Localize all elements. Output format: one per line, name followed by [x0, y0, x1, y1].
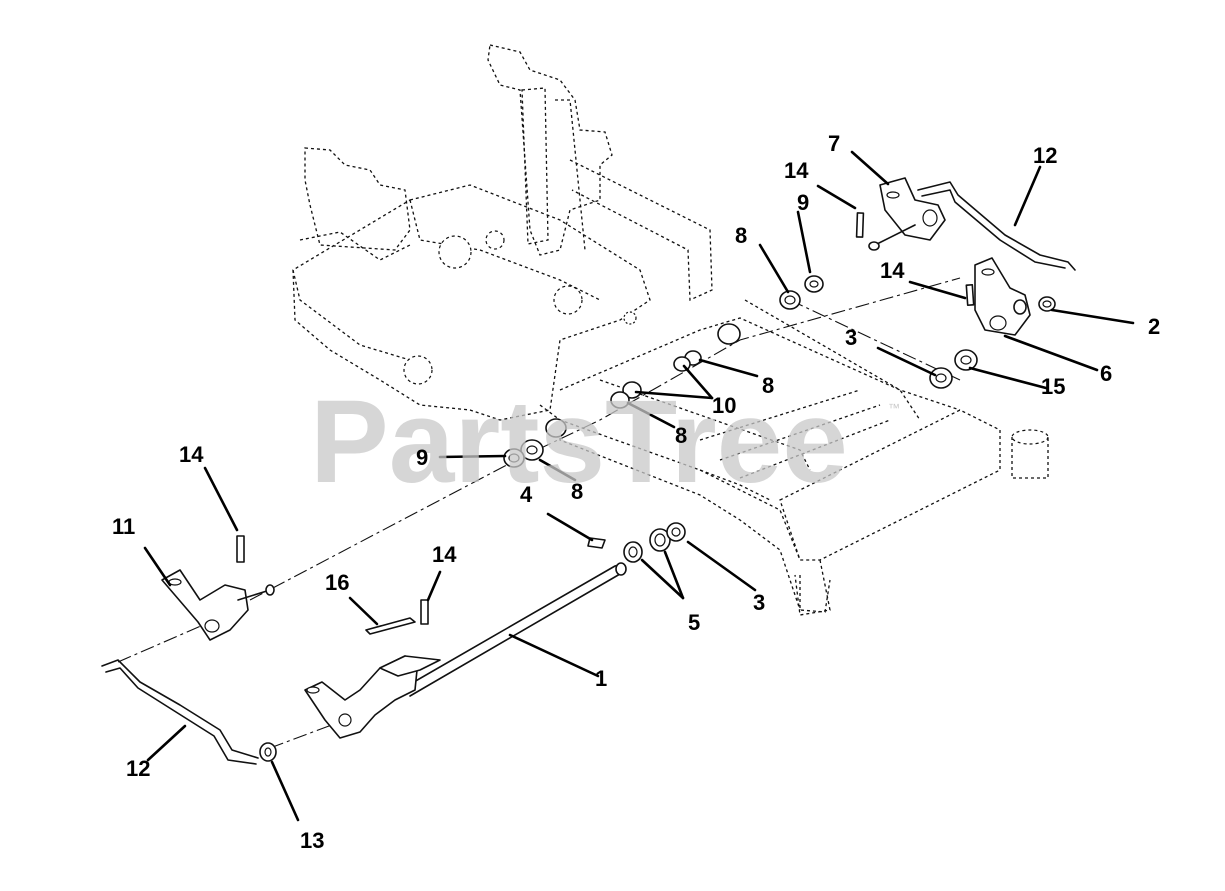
watermark-text: PartsTree — [310, 376, 848, 508]
leader-lines — [143, 150, 1135, 822]
control-rod-assembly — [304, 522, 686, 739]
callout-labels: 1 2 3 3 4 5 6 7 8 8 8 8 9 9 10 11 12 12 … — [112, 131, 1160, 853]
callout-6: 6 — [1100, 361, 1112, 386]
partstree-watermark: PartsTree ™ — [310, 376, 900, 508]
callout-8-b: 8 — [762, 373, 774, 398]
callout-9-left: 9 — [416, 445, 428, 470]
callout-5: 5 — [688, 610, 700, 635]
callout-12-right: 12 — [1033, 143, 1057, 168]
mower-frame — [292, 44, 1049, 616]
callout-3-lower: 3 — [753, 590, 765, 615]
callout-14-right: 14 — [880, 258, 905, 283]
callout-12-left: 12 — [126, 756, 150, 781]
callout-10: 10 — [712, 393, 736, 418]
callout-2: 2 — [1148, 314, 1160, 339]
assembly-centerlines — [117, 277, 961, 749]
callout-15: 15 — [1041, 374, 1065, 399]
callout-11: 11 — [112, 514, 135, 539]
callout-8-c: 8 — [675, 423, 687, 448]
callout-9-right: 9 — [797, 190, 809, 215]
frame-bushings — [503, 275, 1056, 468]
callout-14-left: 14 — [179, 442, 204, 467]
callout-8-d: 8 — [571, 479, 583, 504]
left-linkage — [101, 535, 429, 765]
callout-14-top: 14 — [784, 158, 809, 183]
watermark-trademark: ™ — [888, 401, 900, 415]
callout-14-middle: 14 — [432, 542, 457, 567]
callout-4: 4 — [520, 482, 533, 507]
callout-13: 13 — [300, 828, 324, 853]
callout-16: 16 — [325, 570, 349, 595]
callout-8-a: 8 — [735, 223, 747, 248]
right-linkage — [855, 177, 1076, 336]
callout-3-upper: 3 — [845, 325, 857, 350]
callout-1: 1 — [595, 666, 607, 691]
callout-7: 7 — [828, 131, 840, 156]
